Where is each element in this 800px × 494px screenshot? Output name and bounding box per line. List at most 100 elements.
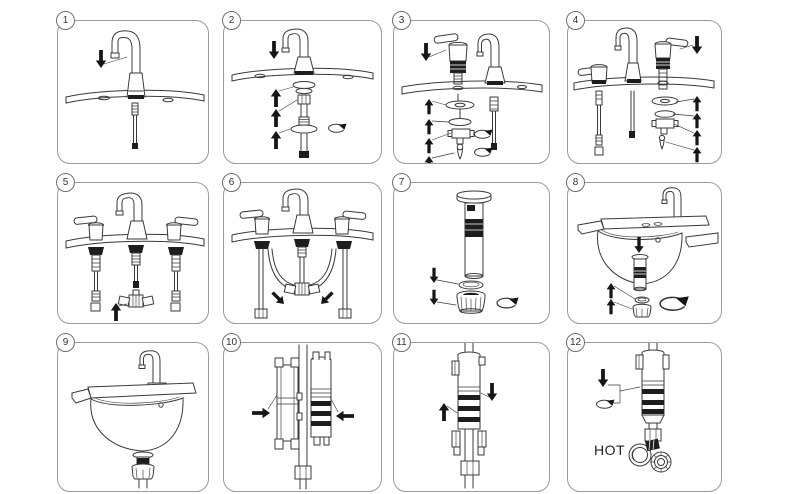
drain-assembly (131, 451, 155, 489)
drain-gasket (634, 296, 650, 304)
step-number-badge: 1 (56, 11, 75, 30)
handle-valve-loose (654, 37, 689, 90)
handle-right (166, 216, 199, 241)
rotate-arrow-icon (474, 129, 493, 139)
step-10-illustration (252, 344, 354, 490)
sink-deck (401, 80, 543, 95)
hot-label: HOT (594, 442, 626, 458)
step-number-badge: 8 (566, 173, 585, 192)
mounting-hardware (290, 81, 318, 158)
step-number-badge: 10 (222, 333, 241, 352)
up-arrow-icon (672, 113, 702, 129)
step-5-illustration (65, 192, 205, 321)
drain-nut (632, 303, 652, 318)
mounting-hardware (445, 93, 475, 160)
step-number-badge: 2 (222, 11, 241, 30)
faucet-spout (281, 188, 314, 234)
step-panel-6: 6 (222, 173, 382, 324)
tee-connector (283, 282, 321, 296)
mounting-hardware (651, 96, 679, 150)
up-arrow-icon (424, 152, 455, 163)
handle-left (73, 215, 104, 241)
step-6-illustration (231, 188, 374, 319)
step-3-illustration (401, 33, 543, 163)
basin (577, 215, 719, 285)
up-arrow-icon (424, 99, 447, 115)
down-arrow-icon (429, 289, 457, 306)
handle-valve (433, 33, 468, 85)
down-arrow-icon (268, 41, 280, 59)
step-number-badge: 6 (222, 173, 241, 192)
supply-lines (254, 239, 352, 319)
down-arrow-icon (597, 369, 609, 387)
step-4-illustration (573, 27, 715, 163)
up-arrow-icon (665, 141, 702, 163)
drain-assembly (456, 190, 492, 279)
faucet-spout (614, 27, 642, 83)
mounting-bracket-half-left (274, 357, 303, 450)
handle-left (239, 209, 270, 235)
step-panel-11: 11 (392, 333, 550, 492)
up-arrow-icon (675, 96, 702, 112)
hose-connector-assembly (451, 351, 487, 489)
faucet-spout (115, 192, 148, 240)
step-panel-2: 2 (222, 11, 382, 164)
supply-shanks (88, 245, 184, 312)
sink-deck (65, 89, 205, 104)
up-arrow-icon (424, 132, 452, 154)
step-11-illustration (438, 343, 498, 489)
step-panel-8: 8 (566, 173, 722, 324)
step-7-illustration (429, 190, 520, 314)
faucet-spout (281, 28, 315, 75)
step-9-illustration (71, 350, 197, 489)
up-arrow-icon (270, 99, 298, 127)
step-number-badge: 12 (566, 333, 585, 352)
handle-valve (577, 64, 608, 84)
step-12-illustration (596, 343, 672, 473)
up-arrow-icon (606, 299, 633, 315)
step-2-illustration (231, 28, 374, 158)
rotate-arrow-icon (474, 147, 493, 157)
down-arrow-icon (480, 383, 498, 401)
step-panel-3: 3 (392, 11, 550, 164)
drain-nut (456, 290, 486, 314)
step-panel-12: 12 HOT (566, 333, 722, 492)
tee-connector (117, 289, 155, 308)
supply-shank (131, 102, 139, 149)
up-arrow-icon (606, 283, 636, 300)
step-panel-7: 7 (392, 173, 550, 324)
step-number-badge: 5 (56, 173, 75, 192)
down-arrow-icon (429, 267, 459, 285)
push-arrow-icon (317, 289, 336, 308)
rotate-arrow-icon (328, 123, 347, 133)
hot-supply-valve (628, 438, 672, 473)
rotate-arrow-icon (596, 399, 615, 409)
supply-shank (594, 90, 635, 156)
sink-deck (231, 67, 374, 82)
drain-gasket (458, 280, 484, 290)
up-arrow-icon (438, 403, 458, 421)
up-arrow-icon (270, 86, 294, 107)
up-arrow-icon (110, 303, 128, 321)
push-left-arrow-icon (329, 396, 354, 422)
step-panel-9: 9 (56, 333, 209, 492)
up-arrow-icon (424, 119, 450, 135)
down-arrow-icon (95, 50, 128, 68)
up-arrow-icon (673, 123, 702, 146)
step-number-badge: 11 (392, 333, 411, 352)
push-right-arrow-icon (252, 394, 278, 419)
down-arrow-icon (420, 43, 447, 61)
step-number-badge: 7 (392, 173, 411, 192)
mounting-bracket-half-right (310, 351, 332, 446)
step-number-badge: 4 (566, 11, 585, 30)
leader-lines (607, 384, 641, 404)
handle-right (334, 210, 367, 235)
supply-shank (489, 96, 499, 150)
step-panel-5: 5 (56, 173, 209, 324)
hose-connector-assembly (635, 343, 670, 442)
drain-assembly (631, 254, 649, 292)
step-panel-1: 1 (56, 11, 209, 164)
step-panel-10: 10 (222, 333, 382, 492)
step-number-badge: 3 (392, 11, 411, 30)
